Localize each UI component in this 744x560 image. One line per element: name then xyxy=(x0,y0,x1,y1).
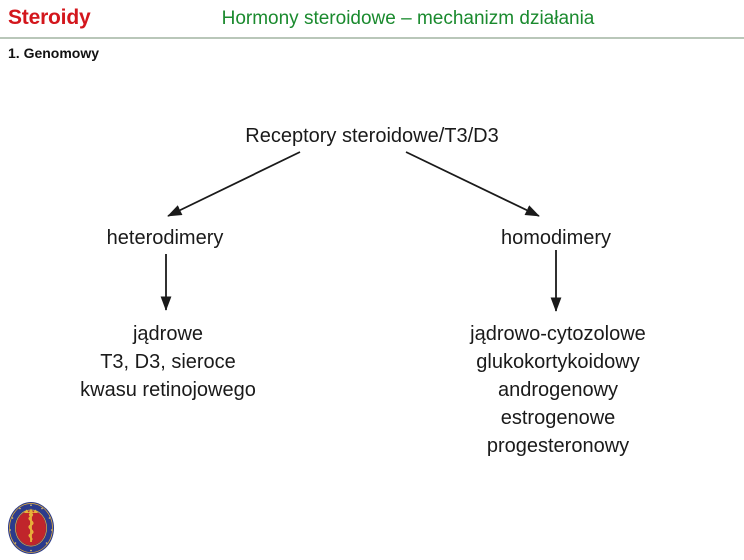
list-item: androgenowy xyxy=(497,379,619,401)
diagram-node-root: Receptory steroidowe/T3/D3 xyxy=(245,125,499,147)
section-subtitle: 1. Genomowy xyxy=(8,45,100,61)
arrow-root-to-homodimery xyxy=(405,151,540,217)
list-item: jądrowe xyxy=(132,323,204,345)
arrow-root-to-heterodimery xyxy=(167,151,301,217)
slide-header: Steroidy Hormony steroidowe – mechanizm … xyxy=(0,0,744,39)
list-item: jądrowo-cytozolowe xyxy=(470,323,646,345)
diagram-node-heterodimery: heterodimery xyxy=(106,227,224,249)
list-item: glukokortykoidowy xyxy=(476,351,640,373)
page-title: Steroidy xyxy=(8,6,91,29)
header-divider xyxy=(0,37,744,39)
university-medical-emblem-icon xyxy=(8,502,54,554)
list-item: T3, D3, sieroce xyxy=(100,351,236,373)
slide-heading: Hormony steroidowe – mechanizm działania xyxy=(221,8,595,29)
diagram-node-homodimery: homodimery xyxy=(500,227,612,249)
list-item: estrogenowe xyxy=(500,407,616,429)
diagram-node-homodimery-list: jądrowo-cytozolowe glukokortykoidowy and… xyxy=(418,320,698,460)
diagram-node-heterodimery-list: jądrowe T3, D3, sieroce kwasu retinojowe… xyxy=(28,320,308,404)
list-item: progesteronowy xyxy=(486,435,630,457)
list-item: kwasu retinojowego xyxy=(80,379,256,401)
